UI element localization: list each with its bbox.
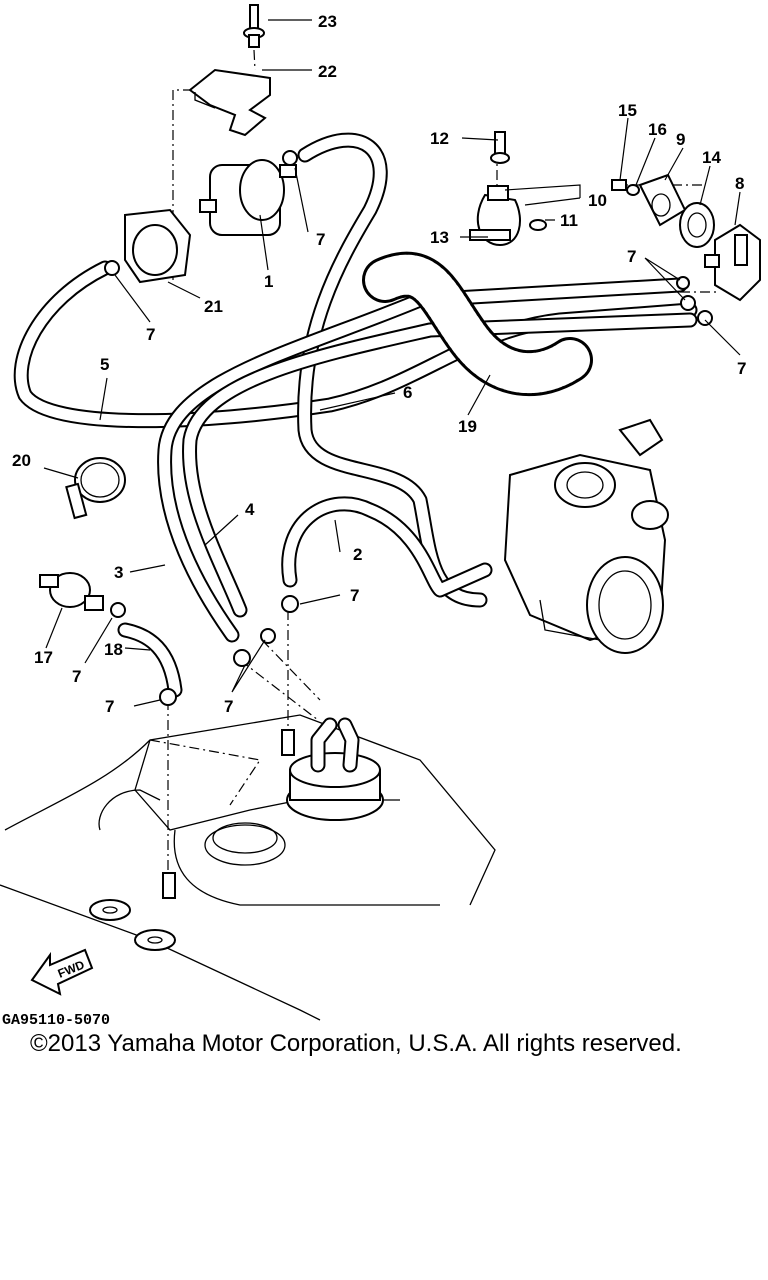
- callout-7-right: 7: [737, 359, 746, 378]
- callout-2: 2: [353, 545, 362, 564]
- callout-7-fuel-cock: 7: [627, 247, 636, 266]
- callout-20: 20: [12, 451, 31, 470]
- callout-5: 5: [100, 355, 109, 374]
- callout-labels: 23 22 12 13 10 11 15 16 9 14 8 7 7 7 1 2…: [12, 12, 746, 716]
- filter-bracket: [188, 68, 271, 137]
- callout-17: 17: [34, 648, 53, 667]
- filter-holder: [124, 208, 192, 284]
- callout-7-carb: 7: [350, 586, 359, 605]
- callout-6: 6: [403, 383, 412, 402]
- knob-collar: [679, 202, 715, 248]
- callout-7-tank: 7: [105, 697, 114, 716]
- callout-23: 23: [318, 12, 337, 31]
- callout-1: 1: [264, 272, 273, 291]
- callout-7-left: 7: [146, 325, 155, 344]
- callout-21: 21: [204, 297, 223, 316]
- callout-9: 9: [676, 130, 685, 149]
- check-valve: [39, 572, 104, 611]
- part-code: GA95110-5070: [2, 1012, 111, 1029]
- callout-7-filter: 7: [316, 230, 325, 249]
- fuel-filter: [199, 159, 297, 236]
- callout-11: 11: [560, 211, 578, 230]
- callout-13: 13: [430, 228, 449, 247]
- callout-22: 22: [318, 62, 337, 81]
- callout-19: 19: [458, 417, 477, 436]
- callout-4: 4: [245, 500, 255, 519]
- callout-7-valve: 7: [72, 667, 81, 686]
- callout-12: 12: [430, 129, 449, 148]
- small-screw-and-washer: [611, 179, 640, 196]
- hoses: [13, 132, 698, 698]
- cable-tie: [65, 457, 126, 520]
- bracket-bolt: [243, 4, 265, 48]
- fuel-cock-knob: [638, 173, 687, 227]
- tank-gaskets: [89, 729, 295, 951]
- callout-7-sender: 7: [224, 697, 233, 716]
- callout-16: 16: [648, 120, 667, 139]
- carburetor: [503, 418, 669, 654]
- callout-3: 3: [114, 563, 123, 582]
- corrugated-protector: [362, 251, 593, 397]
- callout-10: 10: [588, 191, 607, 210]
- fwd-arrow: FWD: [30, 948, 94, 996]
- callout-14: 14: [702, 148, 721, 167]
- copyright-notice: ©2013 Yamaha Motor Corporation, U.S.A. A…: [30, 1030, 682, 1057]
- fuel-cock: [704, 223, 761, 302]
- fuel-sender-unit: [286, 717, 384, 821]
- assembly-lines: [167, 29, 720, 870]
- leader-lines: [43, 19, 741, 707]
- callout-15: 15: [618, 101, 637, 120]
- hull-outline: [0, 714, 496, 1021]
- fuel-system-exploded-diagram: FWD: [0, 4, 761, 1021]
- hose-clips: [104, 150, 713, 706]
- callout-8: 8: [735, 174, 744, 193]
- hose-clamp-assembly: [469, 131, 547, 247]
- callout-18: 18: [104, 640, 123, 659]
